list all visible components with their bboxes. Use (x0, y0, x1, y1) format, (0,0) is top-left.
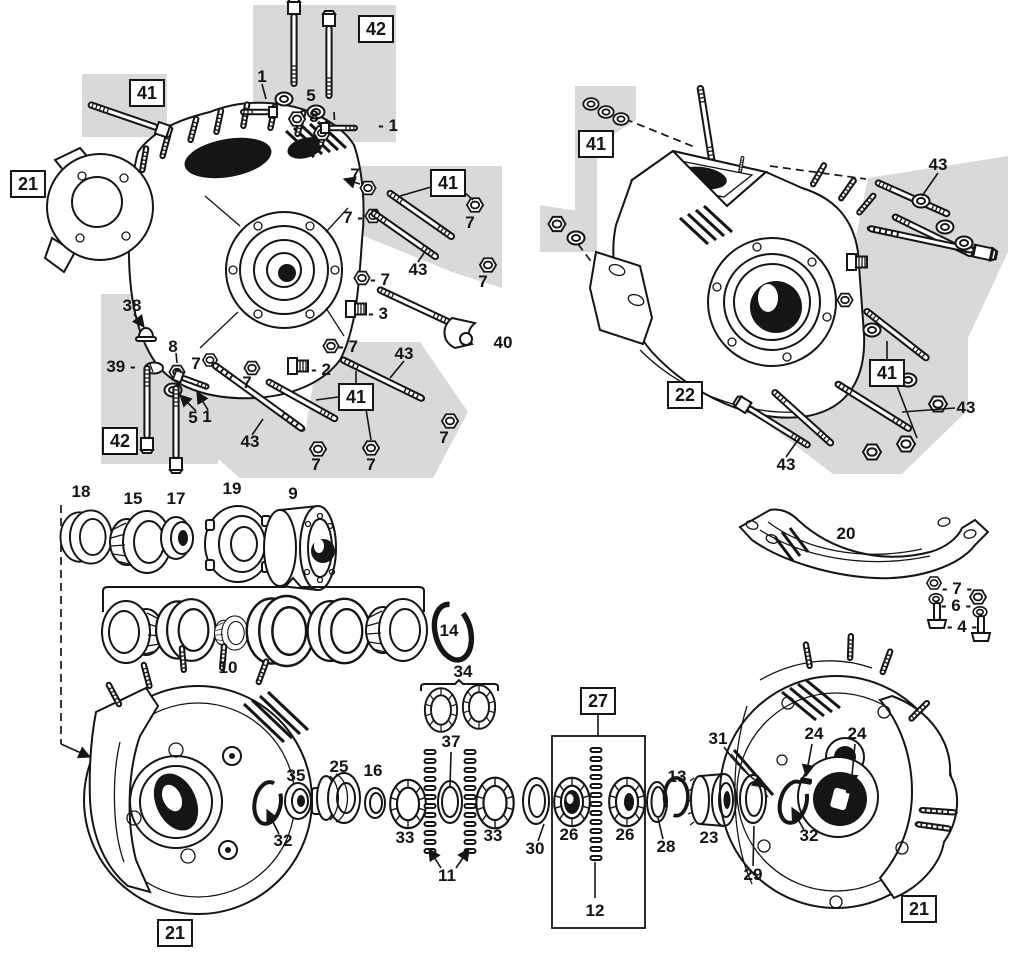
ring-16 (364, 787, 386, 819)
region-41-right-case (575, 86, 636, 252)
retainer-26-left (553, 776, 591, 828)
bearing-row-lower (101, 594, 478, 668)
bracket-bolt-a (926, 602, 948, 629)
cone-10-c (213, 615, 249, 651)
bottom-parts-row (249, 747, 737, 861)
skid-bracket-20 (738, 508, 992, 642)
ring-30 (522, 777, 550, 825)
bearing-10-f (365, 598, 428, 662)
roller-set-12 (589, 747, 603, 861)
crankcase-right-half-inner (719, 632, 959, 909)
snap-ring-13 (662, 776, 690, 818)
crankcase-left-half-front (43, 100, 365, 400)
fasteners-top-left (85, 0, 498, 474)
snap-ring-32-left (249, 778, 287, 828)
group-brace (102, 576, 425, 612)
spacer-17 (160, 516, 194, 560)
stud-to-clamp-40 (375, 285, 453, 327)
bearing-assembly-9 (263, 505, 337, 591)
race-10-e (306, 597, 371, 665)
bearing-10-a (101, 600, 164, 664)
oil-plug-24-a (799, 777, 813, 785)
race-10-d (245, 594, 316, 668)
main-bearing-opening (707, 237, 837, 367)
spacer-ring-right (739, 774, 767, 824)
lock-plate-19 (204, 505, 272, 583)
crankcase-left-half-inner (83, 642, 313, 915)
cylinder-deck-opening (184, 137, 272, 179)
plug-2 (287, 357, 309, 375)
gasket-edge-29 (734, 705, 753, 885)
plug-3 (345, 300, 367, 318)
washer-35 (284, 782, 312, 820)
retainer-26-right (608, 776, 646, 828)
clamp-40 (443, 316, 478, 350)
main-bearing-boss (225, 211, 343, 329)
race-10-b (155, 598, 217, 662)
bearing-row-upper (59, 505, 337, 591)
socket-plug (846, 253, 868, 271)
region-41-lower-mid (307, 342, 468, 478)
bracket-bolt-b (970, 615, 992, 642)
oil-plug-24-b (845, 787, 859, 795)
mounting-foot (588, 250, 654, 346)
spacer-25 (311, 772, 361, 824)
pinion-shaft-23 (686, 773, 737, 827)
group-box-27 (551, 713, 646, 929)
timer-flange (43, 146, 154, 274)
bearing-33-left (389, 778, 427, 830)
retaining-ring-14 (429, 600, 478, 664)
bearing-race-18 (59, 509, 113, 565)
sprocket-shaft-hub (129, 755, 223, 849)
roller-set-37-right (463, 749, 477, 854)
bearing-33-right (475, 776, 515, 830)
leader-lines (131, 83, 956, 869)
bearing-set-34 (420, 678, 499, 733)
crankcase-right-half-rear (588, 84, 878, 419)
